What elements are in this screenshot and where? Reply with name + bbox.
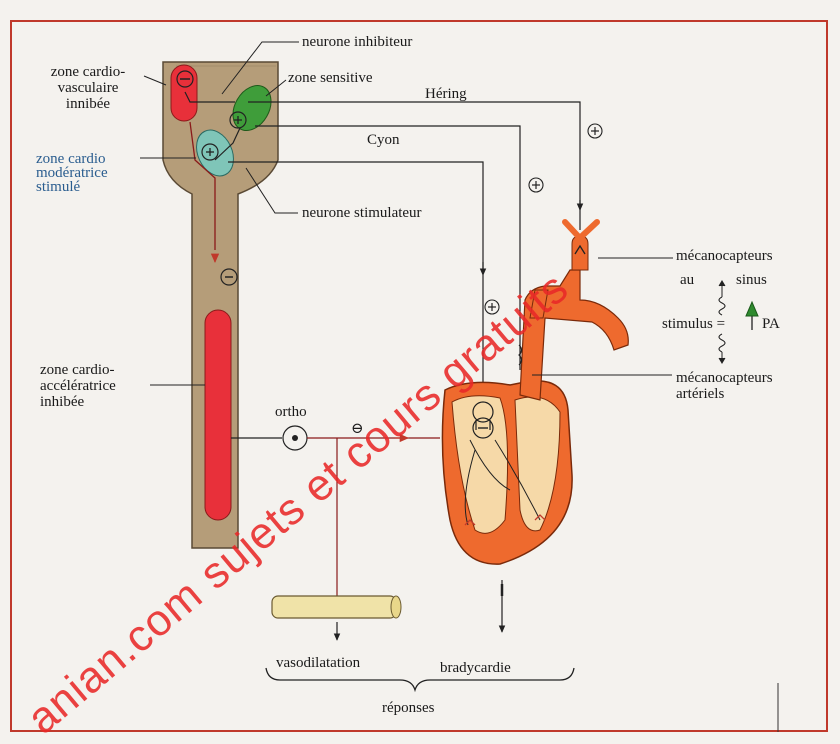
label-zone-cardio-vasculaire: zone cardio- vasculaire innibée xyxy=(28,64,148,112)
label-cyon: Cyon xyxy=(367,132,400,148)
label-stimulus: stimulus = xyxy=(662,316,725,332)
label-au: au xyxy=(680,272,694,288)
response-brace xyxy=(266,668,574,690)
label-neurone-inhibiteur: neurone inhibiteur xyxy=(302,34,412,50)
label-sinus: sinus xyxy=(736,272,767,288)
zone-cardio-acceleratrice xyxy=(205,310,231,520)
label-bradycardie: bradycardie xyxy=(440,660,511,676)
label-neurone-stimulateur: neurone stimulateur xyxy=(302,205,422,221)
blood-vessel xyxy=(272,596,396,618)
label-mecanocapteurs-sinus: mécanocapteurs xyxy=(676,248,773,264)
label-ortho: ortho xyxy=(275,404,307,420)
label-zone-cardio-acceleratrice: zone cardio- accélératrice inhibée xyxy=(40,362,116,410)
zone-cardio-vasculaire xyxy=(171,65,197,121)
label-zone-cardio-moderatrice: zone cardio modératrice stimulé xyxy=(36,152,108,194)
label-mecanocapteurs-arteriels: mécanocapteurs artériels xyxy=(676,370,773,402)
label-hering: Héring xyxy=(425,86,467,102)
label-pa: PA xyxy=(762,316,780,332)
label-vasodilatation: vasodilatation xyxy=(276,655,360,671)
label-reponses: réponses xyxy=(382,700,435,716)
label-zone-sensitive: zone sensitive xyxy=(288,70,373,86)
